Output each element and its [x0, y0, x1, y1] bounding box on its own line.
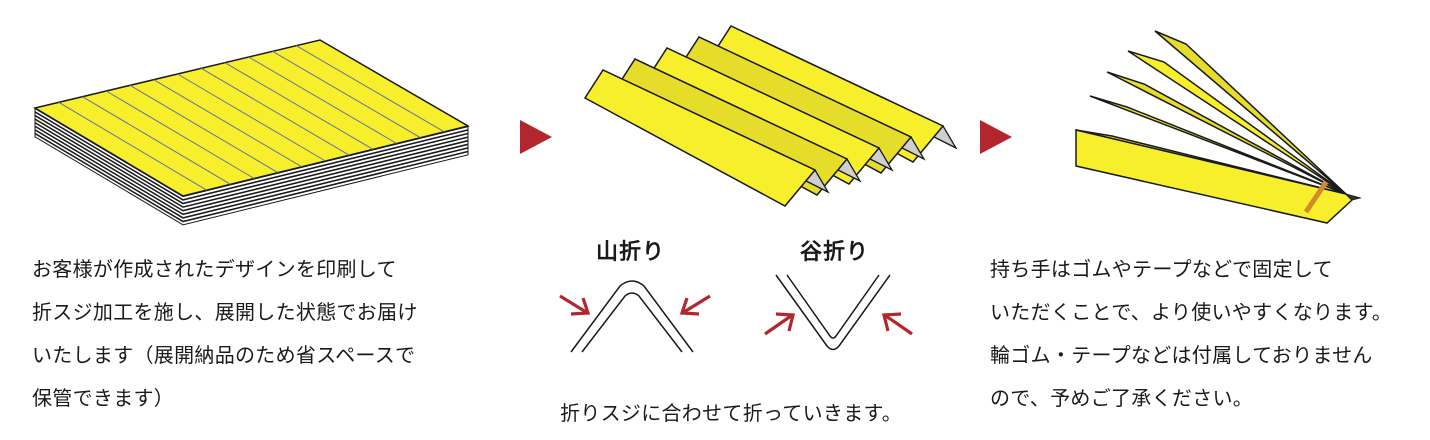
mountain-fold-arrow-left-head — [570, 297, 591, 316]
valley-fold-line-inner — [786, 274, 880, 339]
mountain-fold-arrow-right — [683, 294, 711, 314]
valley-fold-arrow-left — [764, 314, 792, 336]
step1-caption-line: いたします（展開納品のため省スペースで — [32, 343, 416, 367]
crease-line — [129, 84, 279, 174]
fan-tip — [1344, 192, 1362, 201]
valley-fold-arrow-right — [885, 314, 913, 336]
next-step-arrow-1 — [520, 120, 552, 154]
step2-caption: 折りスジに合わせて折っていきます。 — [560, 401, 903, 425]
fan-blade-front — [1075, 129, 1354, 224]
step1-caption-line: 保管できます） — [32, 386, 175, 410]
valley-fold-icon — [764, 274, 913, 351]
crease-line — [105, 90, 255, 179]
mountain-fold-line-inner — [581, 292, 683, 353]
stacked-sheet-edge — [34, 118, 469, 211]
fan-blade — [1106, 71, 1347, 195]
crease-line — [248, 56, 398, 144]
fanned-handle-illustration — [1075, 30, 1362, 224]
step1-caption: お客様が作成されたデザインを印刷して 折スジ加工を施し、展開した状態でお届け い… — [32, 248, 418, 420]
stacked-sheet-edge — [34, 125, 469, 219]
mountain-fold-label: 山折り — [596, 240, 666, 265]
mountain-fold-icon — [559, 280, 711, 353]
fan-blade — [1127, 50, 1347, 195]
crease-line — [82, 96, 231, 185]
crease-line — [58, 101, 208, 191]
accordion-panel — [583, 69, 817, 207]
crease-line — [295, 45, 445, 133]
mountain-fold-arrow-right-head — [679, 297, 700, 316]
valley-fold-label: 谷折り — [800, 240, 870, 265]
crease-line — [224, 62, 374, 150]
crease-lines — [58, 45, 445, 191]
step3-caption: 持ち手はゴムやテープなどで固定して いただくことで、より使いやすくなります。 輪… — [990, 248, 1392, 420]
rubber-band-handle — [1303, 180, 1329, 214]
fan-blade — [1154, 30, 1347, 195]
valley-fold-line-outer — [775, 274, 891, 351]
stacked-sheet-edge — [34, 114, 469, 208]
step3-caption-line: いただくことで、より使いやすくなります。 — [990, 300, 1393, 324]
crease-line — [177, 73, 326, 162]
fan-blade — [1089, 95, 1347, 195]
crease-line — [200, 67, 350, 156]
stacked-sheet-edge — [34, 111, 469, 204]
stacked-sheet-edge — [34, 122, 469, 215]
mountain-fold-arrow-left — [559, 294, 587, 314]
crease-line — [153, 79, 303, 168]
flat-sheet-stack-illustration — [33, 39, 470, 226]
step1-caption-line: 折スジ加工を施し、展開した状態でお届け — [32, 300, 418, 324]
crease-line — [272, 50, 421, 139]
stacked-sheet-edge — [34, 129, 469, 222]
stacked-sheet-edge — [34, 132, 469, 226]
step3-caption-line: 持ち手はゴムやテープなどで固定して — [990, 257, 1333, 281]
mountain-fold-line-outer — [570, 280, 694, 353]
valley-fold-arrow-right-head — [881, 312, 902, 332]
next-step-arrow-2 — [980, 120, 1012, 154]
valley-fold-arrow-left-head — [775, 312, 796, 332]
accordion-folded-illustration — [583, 25, 958, 207]
step3-caption-line: ので、予めご了承ください。 — [990, 386, 1254, 410]
step1-caption-line: お客様が作成されたデザインを印刷して — [32, 257, 397, 281]
step3-caption-line: 輪ゴム・テープなどは付属しておりません — [990, 343, 1373, 367]
